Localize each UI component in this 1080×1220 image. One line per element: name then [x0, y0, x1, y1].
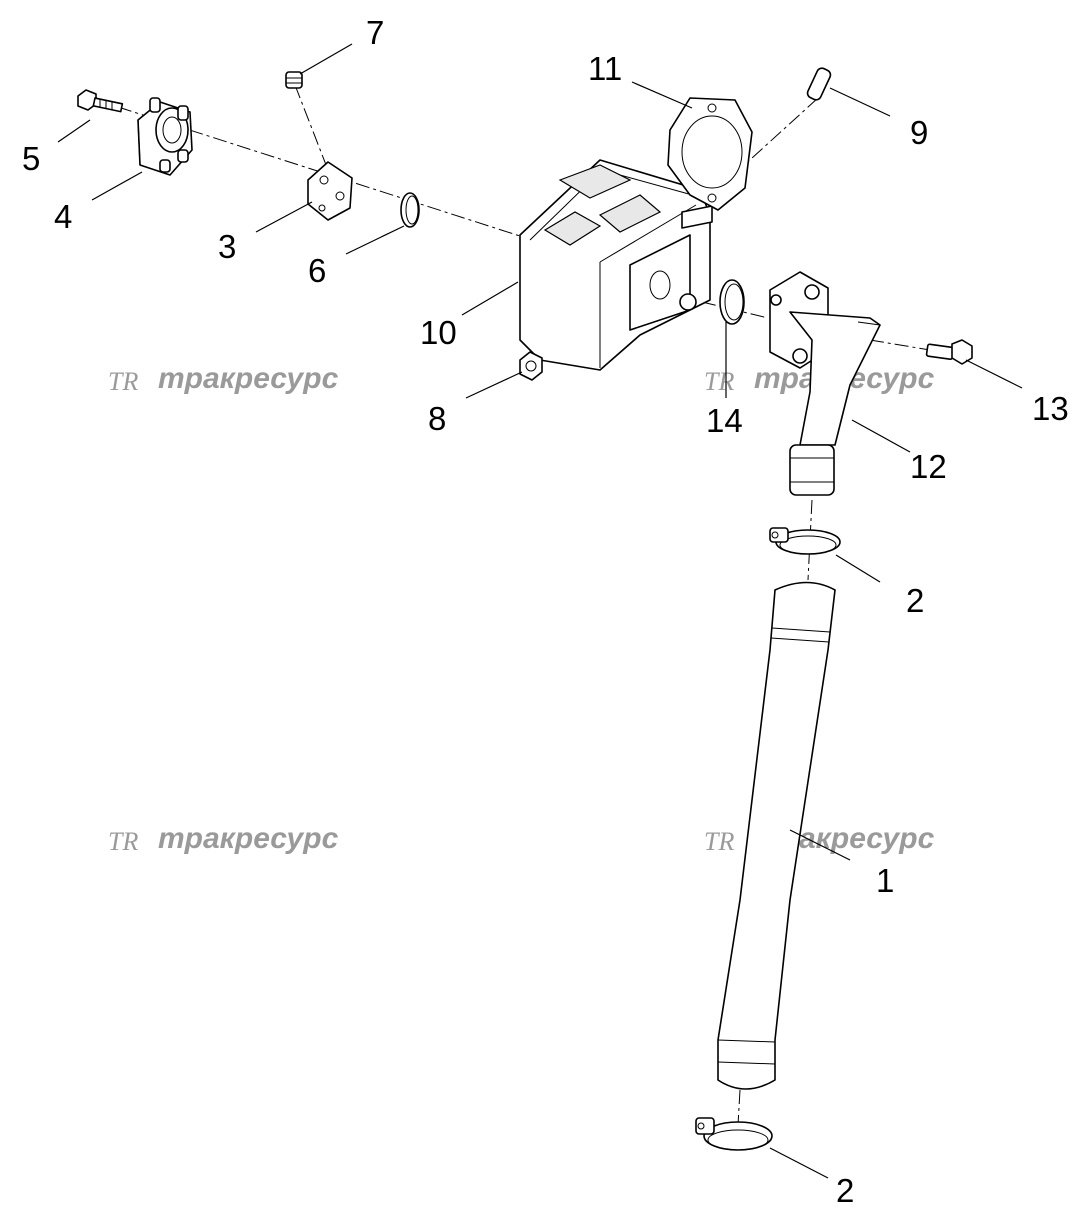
callout-9: 9	[910, 114, 928, 151]
bolt-part	[77, 89, 124, 113]
o-ring-part	[400, 192, 420, 228]
callout-10: 10	[420, 314, 457, 351]
watermark-logo: TR	[704, 367, 734, 396]
callout-8: 8	[428, 400, 446, 437]
callout-2-upper: 2	[906, 582, 924, 619]
plug-part	[285, 71, 303, 89]
drain-plug-part	[519, 351, 543, 381]
gasket-part	[667, 97, 753, 211]
elbow-bolt-part	[925, 339, 973, 365]
watermark-logo: TR	[108, 827, 138, 856]
hydraulic-pump-part	[519, 159, 713, 371]
callout-2-lower: 2	[836, 1172, 854, 1209]
pin-part	[806, 67, 832, 101]
leader-lines	[57, 43, 1023, 1179]
elbow-pipe-part	[769, 271, 881, 496]
callout-6: 6	[308, 252, 326, 289]
drive-flange-part	[137, 97, 193, 176]
callout-7: 7	[366, 14, 384, 51]
suction-hose-part	[717, 581, 836, 1090]
watermark-bottom-left: TR тракресурс	[108, 822, 339, 856]
elbow-o-ring-part	[719, 279, 745, 325]
watermark-text: тракресурс	[158, 362, 339, 395]
callout-14: 14	[706, 402, 743, 439]
callout-3: 3	[218, 228, 236, 265]
watermark-text: тракресурс	[158, 822, 339, 855]
callout-1: 1	[876, 862, 894, 899]
callout-4: 4	[54, 198, 72, 235]
callout-11: 11	[588, 50, 622, 87]
watermark-logo: TR	[108, 367, 138, 396]
watermark-logo: TR	[704, 827, 734, 856]
callout-12: 12	[910, 448, 947, 485]
hose-clamp-lower-part	[695, 1117, 773, 1151]
callout-5: 5	[22, 140, 40, 177]
spacer-block-part	[307, 161, 353, 221]
hose-clamp-upper-part	[769, 527, 841, 555]
watermark-bottom-right: TR тракресурс	[704, 822, 935, 856]
callout-numbers: 1 2 2 3 4 5 6 7 8 9 10 11 12 13 14	[22, 14, 1069, 1209]
watermark-top-left: TR тракресурс	[108, 362, 339, 396]
callout-13: 13	[1032, 390, 1069, 427]
